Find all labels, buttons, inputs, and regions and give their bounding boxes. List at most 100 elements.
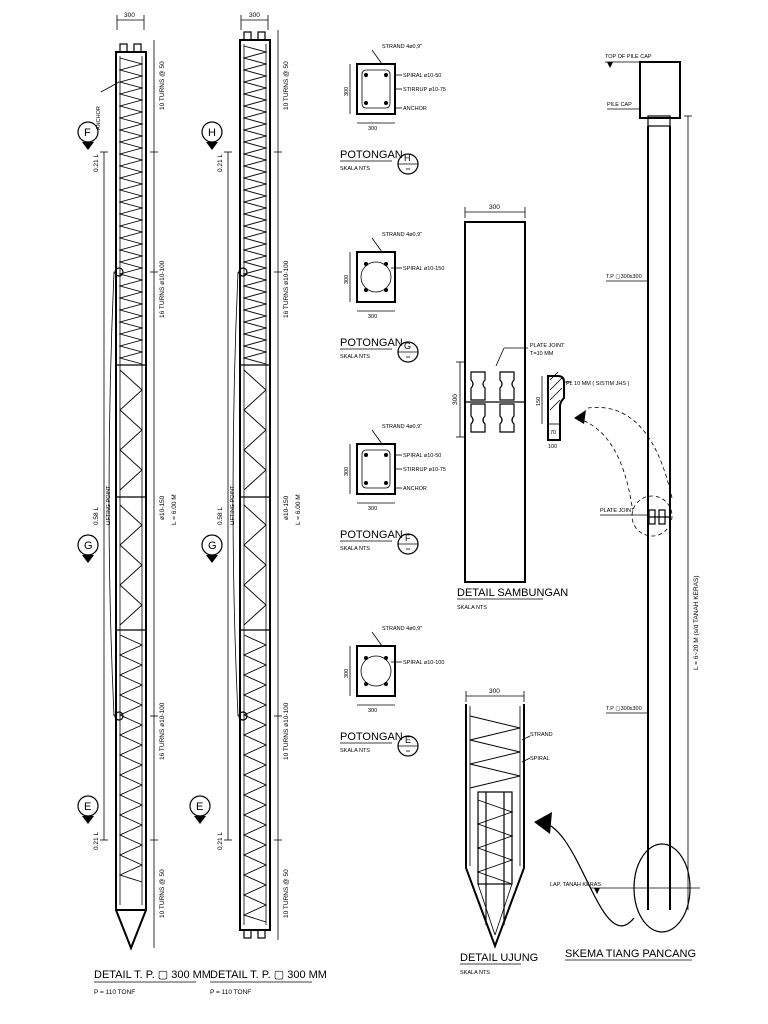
- svg-text:70: 70: [550, 430, 556, 436]
- pile-1-lifting: LIFTING POINT: [106, 485, 112, 525]
- svg-text:300: 300: [452, 394, 459, 405]
- svg-text:300: 300: [344, 467, 350, 476]
- svg-text:PLATE JOINT: PLATE JOINT: [600, 508, 635, 514]
- svg-text:SPIRAL ø10-150: SPIRAL ø10-150: [403, 266, 444, 272]
- pile-detail-2: 300 10 TURNS @ 50 16 TURNS ø10-100 ø10-1…: [189, 12, 327, 996]
- svg-text:ANCHOR: ANCHOR: [403, 486, 427, 492]
- pile-1-marker-top: F: [77, 121, 99, 150]
- detail-ujung: 300 STRAND SPIRAL DETAIL UJUNG SKALA NTS: [460, 688, 553, 976]
- pile-2-marker-top: H: [201, 121, 223, 150]
- svg-text:PL 10 MM ( SISTIM JHS ): PL 10 MM ( SISTIM JHS ): [566, 381, 630, 387]
- section-g: 300 300 STRAND 4ø0,9" SPIRAL ø10-150 POT…: [340, 232, 444, 363]
- section-f-id: F: [405, 533, 411, 543]
- svg-text:F: F: [84, 127, 91, 139]
- svg-text:300: 300: [344, 275, 350, 284]
- pile-2-bottom-turns: 10 TURNS @ 50: [283, 869, 290, 918]
- svg-text:STIRRUP ø10-75: STIRRUP ø10-75: [403, 467, 446, 473]
- pile-1-top-turns: 10 TURNS @ 50: [159, 61, 166, 110]
- svg-text:SKALA NTS: SKALA NTS: [340, 546, 370, 552]
- skema-title: SKEMA TIANG PANCANG: [565, 948, 696, 960]
- pile-1-middle: ø10-150: [159, 495, 166, 520]
- pile-2-mid-lower: 10 TURNS ø10-100: [283, 702, 290, 760]
- svg-text:T=10 MM: T=10 MM: [530, 351, 554, 357]
- pile-2-middle: ø10-150: [283, 495, 290, 520]
- pile-2-load: P = 110 TONF: [210, 989, 251, 996]
- svg-text:PILE CAP: PILE CAP: [607, 102, 632, 108]
- svg-text:SKALA NTS: SKALA NTS: [340, 354, 370, 360]
- pile-1-marker-bottom: E: [77, 795, 99, 824]
- skema-tiang-pancang: TOP OF PILE CAP PILE CAP L = 6~20 M (s/d…: [534, 54, 700, 961]
- svg-text:300: 300: [368, 314, 377, 320]
- svg-text:SKALA NTS: SKALA NTS: [340, 748, 370, 754]
- svg-text:SKALA NTS: SKALA NTS: [340, 166, 370, 172]
- pile-1-mid-lower: 16 TURNS ø10-100: [159, 702, 166, 760]
- pile-1-load: P = 110 TONF: [94, 989, 135, 996]
- section-f-title: POTONGAN: [340, 529, 403, 541]
- svg-text:STRAND 4ø0,9": STRAND 4ø0,9": [382, 626, 422, 632]
- pile-2-width-dim: 300: [249, 12, 260, 19]
- pile-2-bottom-frac: 0.21 L: [217, 832, 224, 850]
- section-g-id: G: [404, 341, 411, 351]
- pile-1-mid-upper: 16 TURNS ø10-100: [159, 260, 166, 318]
- svg-text:SPIRAL ø10-100: SPIRAL ø10-100: [403, 660, 444, 666]
- svg-text:G: G: [208, 540, 217, 552]
- pile-1-bottom-frac: 0.21 L: [93, 832, 100, 850]
- pile-2-title: DETAIL T. P. ▢ 300 MM: [210, 969, 327, 981]
- pile-2-top-frac: 0.21 L: [217, 154, 224, 172]
- ujung-title: DETAIL UJUNG: [460, 952, 538, 964]
- svg-text:100: 100: [548, 444, 557, 450]
- svg-text:T.P ▢300x300: T.P ▢300x300: [606, 706, 642, 712]
- svg-text:E: E: [196, 801, 203, 813]
- pile-1-anchor: ANCHOR: [96, 106, 102, 130]
- pile-1-bottom-turns: 10 TURNS @ 50: [159, 869, 166, 918]
- sambungan-title: DETAIL SAMBUNGAN: [457, 587, 568, 599]
- section-h-title: POTONGAN: [340, 149, 403, 161]
- svg-text:300: 300: [489, 688, 500, 695]
- svg-text:SKALA NTS: SKALA NTS: [457, 605, 487, 611]
- svg-text:300: 300: [344, 669, 350, 678]
- svg-text:STRAND 4ø0,9": STRAND 4ø0,9": [382, 424, 422, 430]
- pile-2-mid-upper: 16 TURNS ø10-100: [283, 260, 290, 318]
- section-e: 300 300 STRAND 4ø0,9" SPIRAL ø10-100 POT…: [340, 626, 444, 757]
- pile-1-top-frac: 0.21 L: [93, 154, 100, 172]
- pile-1-length: L = 6.00 M: [171, 494, 178, 525]
- svg-text:300: 300: [489, 204, 500, 211]
- svg-text:STRAND 4ø0,9": STRAND 4ø0,9": [382, 232, 422, 238]
- svg-text:300: 300: [368, 506, 377, 512]
- svg-text:E: E: [84, 801, 91, 813]
- pile-2-marker-mid: G: [201, 534, 223, 563]
- svg-text:ANCHOR: ANCHOR: [403, 106, 427, 112]
- svg-text:SPIRAL ø10-50: SPIRAL ø10-50: [403, 73, 441, 79]
- pile-2-lifting: LIFTING POINT: [230, 485, 236, 525]
- pile-1-width-dim: 300: [124, 12, 135, 19]
- pile-2-length: L = 6.00 M: [295, 494, 302, 525]
- svg-text:STRAND 4ø0,9": STRAND 4ø0,9": [382, 44, 422, 50]
- svg-text:T.P ▢300x300: T.P ▢300x300: [606, 274, 642, 280]
- section-h-id: H: [404, 153, 411, 163]
- pile-2-top-turns: 10 TURNS @ 50: [283, 61, 290, 110]
- pile-detail-1: 300 ANCHOR 10 TURNS @ 50 16 TURNS: [77, 12, 211, 996]
- section-e-title: POTONGAN: [340, 731, 403, 743]
- svg-text:PLATE JOINT: PLATE JOINT: [530, 343, 565, 349]
- svg-text:STIRRUP ø10-75: STIRRUP ø10-75: [403, 87, 446, 93]
- svg-text:G: G: [84, 540, 93, 552]
- section-f: 300 300 STRAND 4ø0,9" SPIRAL ø10-50 STIR…: [340, 424, 446, 555]
- svg-text:LAP. TANAH KERAS: LAP. TANAH KERAS: [550, 882, 601, 888]
- svg-text:H: H: [208, 127, 216, 139]
- pile-1-mid-frac: 0.58 L: [93, 507, 100, 525]
- svg-text:TOP OF PILE CAP: TOP OF PILE CAP: [605, 54, 652, 60]
- pile-2-marker-bottom: E: [189, 795, 211, 824]
- svg-text:300: 300: [368, 126, 377, 132]
- svg-text:SPIRAL ø10-50: SPIRAL ø10-50: [403, 453, 441, 459]
- section-g-title: POTONGAN: [340, 337, 403, 349]
- detail-sambungan: 300 300 PLATE JOINT T=10 MM PL 10 MM ( S…: [452, 204, 630, 611]
- svg-text:SPIRAL: SPIRAL: [530, 756, 550, 762]
- section-e-id: E: [405, 735, 411, 745]
- pile-1-title: DETAIL T. P. ▢ 300 MM: [94, 969, 211, 981]
- svg-text:STRAND: STRAND: [530, 732, 553, 738]
- section-h: 300 300 STRAND 4ø0,9" SPIRAL ø10-50 STIR…: [340, 44, 446, 175]
- svg-text:150: 150: [536, 397, 542, 406]
- pile-1-marker-mid: G: [77, 534, 99, 563]
- svg-text:300: 300: [344, 87, 350, 96]
